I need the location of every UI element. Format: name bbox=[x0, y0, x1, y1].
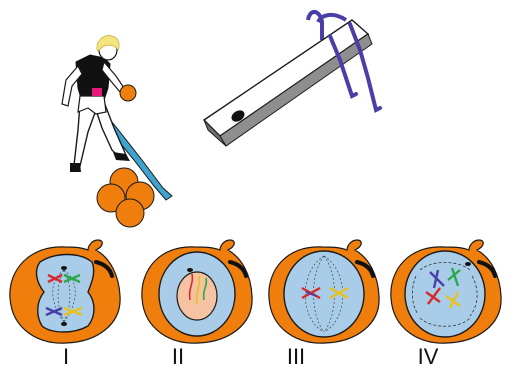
cell-I bbox=[10, 240, 120, 343]
centrosome bbox=[61, 322, 67, 326]
cell-II bbox=[142, 240, 252, 343]
right-shoe bbox=[113, 152, 130, 161]
held-ball bbox=[120, 85, 136, 101]
plank-with-straps bbox=[204, 12, 380, 146]
centrosome bbox=[187, 268, 193, 272]
cell-body bbox=[284, 251, 364, 337]
cell-IV bbox=[391, 240, 501, 343]
label-II: II bbox=[148, 344, 208, 370]
label-IV: IV bbox=[398, 344, 458, 370]
plank-top bbox=[204, 20, 368, 136]
label-I: I bbox=[36, 344, 96, 370]
cell-III bbox=[269, 240, 379, 343]
left-shoe bbox=[70, 163, 81, 172]
centrosome bbox=[61, 266, 67, 270]
pink-pocket bbox=[92, 88, 102, 96]
label-III: III bbox=[266, 344, 326, 370]
centrosome bbox=[465, 262, 471, 266]
cell-body bbox=[405, 251, 485, 337]
ball-pile bbox=[97, 168, 154, 227]
ball bbox=[116, 199, 144, 227]
purple-strap-back bbox=[308, 12, 322, 40]
